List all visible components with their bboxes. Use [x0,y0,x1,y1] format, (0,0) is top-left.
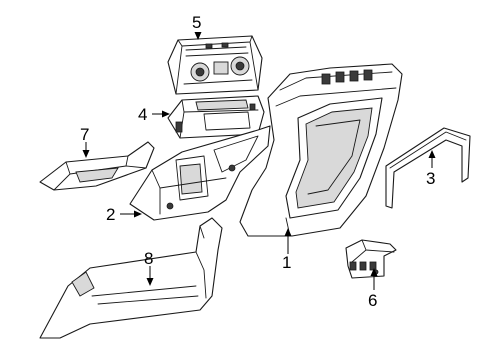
leader-5 [194,32,202,40]
callout-3: 3 [426,169,435,188]
callout-2: 2 [106,205,115,224]
leader-4 [152,110,170,118]
leader-lines [82,32,436,290]
leader-1 [284,228,292,254]
part-2-lower-bracket [129,125,271,221]
callout-6: 6 [368,291,377,310]
part-7-support-bracket [39,141,155,191]
leader-7 [82,142,90,158]
callout-8: 8 [144,249,153,268]
callout-5: 5 [192,13,201,32]
callout-4: 4 [138,105,147,124]
callout-1: 1 [282,253,291,272]
leader-6 [370,268,378,290]
part-8-side-panel [39,217,223,339]
leader-2 [120,210,142,218]
part-3-trim-bezel [385,127,471,209]
part-5-control-module [167,35,263,95]
callout-7: 7 [80,125,89,144]
leader-8 [146,266,154,286]
part-6-connector-clip [345,239,397,279]
part-4-bracket [167,95,265,139]
callout-labels: 1 2 3 4 5 6 7 8 [80,13,435,310]
leader-3 [428,150,436,168]
part-1-console-trim-panel [239,63,403,237]
